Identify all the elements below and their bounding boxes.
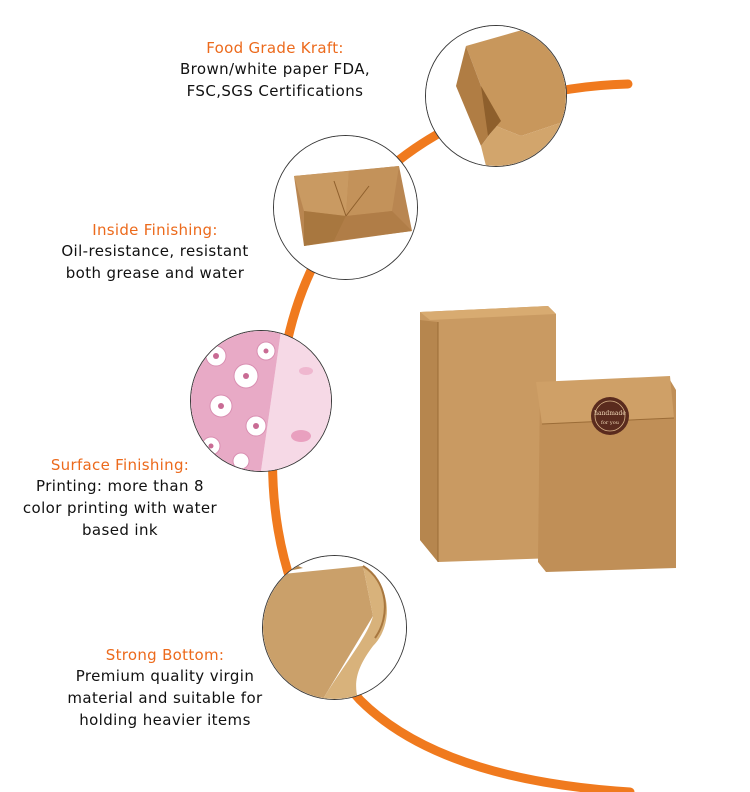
feature-description-line: material and suitable for xyxy=(67,689,263,707)
curled-kraft-paper-image xyxy=(262,555,407,700)
feature-title: Inside Finishing: xyxy=(92,221,218,239)
feature-strong-bottom: Strong Bottom: Premium quality virgin ma… xyxy=(55,645,275,731)
kraft-fold-closeup-image xyxy=(425,25,567,167)
folded-bag-bottom-image xyxy=(273,135,418,280)
feature-surface-finishing: Surface Finishing: Printing: more than 8… xyxy=(15,455,225,541)
feature-title: Strong Bottom: xyxy=(105,646,225,664)
feature-title: Surface Finishing: xyxy=(50,456,190,474)
feature-description-line: Oil-resistance, resistant xyxy=(61,242,249,260)
sticker-text-line2: for you xyxy=(601,420,620,426)
feature-title: Food Grade Kraft: xyxy=(206,39,344,57)
feature-description-line: based ink xyxy=(81,521,158,539)
feature-description-line: both grease and water xyxy=(65,264,245,282)
feature-description-line: FSC,SGS Certifications xyxy=(186,82,364,100)
feature-description-line: color printing with water xyxy=(22,499,218,517)
feature-food-grade-kraft: Food Grade Kraft: Brown/white paper FDA,… xyxy=(160,38,390,102)
tall-kraft-bag xyxy=(420,306,556,562)
handmade-sticker: handmade for you xyxy=(591,397,629,435)
feature-inside-finishing: Inside Finishing: Oil-resistance, resist… xyxy=(45,220,265,284)
floral-print-paper-image xyxy=(190,330,332,472)
kraft-paper-bags-photo: handmade for you xyxy=(420,306,676,572)
feature-description-line: holding heavier items xyxy=(79,711,251,729)
short-kraft-bag xyxy=(538,380,676,572)
feature-description-line: Premium quality virgin xyxy=(75,667,255,685)
sticker-text-line1: handmade xyxy=(594,410,626,417)
feature-description-line: Printing: more than 8 xyxy=(36,477,204,495)
feature-description-line: Brown/white paper FDA, xyxy=(179,60,371,78)
